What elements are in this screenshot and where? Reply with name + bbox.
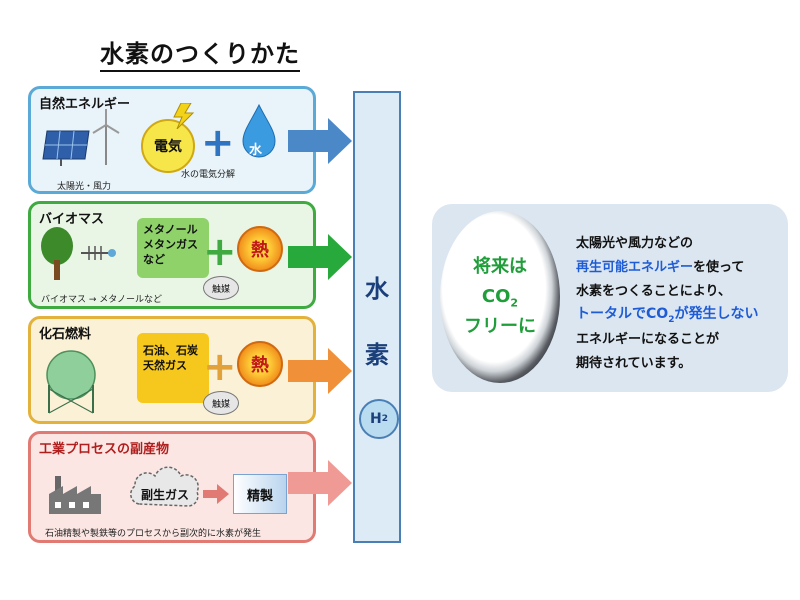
byproduct-gas-label: 副生ガス [141, 488, 190, 502]
ring-line1: 将来は [473, 256, 527, 277]
electricity-circle: 電気 [141, 119, 195, 173]
biomass-source-box: メタノール メタンガス など [137, 218, 209, 278]
gas-cloud-icon [130, 466, 199, 507]
tree-icon [41, 227, 73, 280]
co2-total-b: が発生しない [674, 306, 759, 322]
fossil-fuel-panel: 化石燃料 石油、石炭 天然ガス + 熱 触媒 [28, 316, 316, 424]
refine-label: 精製 [246, 488, 273, 504]
biomass-caption: バイオマス → メタノールなど [41, 295, 162, 305]
renewable-energy-highlight: 再生可能エネルギー [576, 260, 694, 275]
natural-energy-caption: 太陽光・風力 [57, 182, 112, 192]
electrolysis-note: 水の電気分解 [181, 170, 236, 180]
future-line1: 太陽光や風力などの [576, 236, 694, 251]
fish-bone-icon [81, 246, 116, 260]
arrow-fossil [288, 348, 352, 394]
wind-turbine-icon [92, 109, 120, 165]
refine-box: 精製 [233, 474, 287, 514]
arrow-industrial [288, 460, 352, 506]
water-label: 水 [249, 143, 263, 158]
fossil-source-box: 石油、石炭 天然ガス [137, 333, 209, 403]
ring-line2: CO2 [452, 282, 548, 319]
water-drop-icon [242, 103, 276, 158]
co2-total-sub: 2 [668, 314, 675, 325]
electricity-label: 電気 [154, 139, 182, 155]
biomass-box-line2: メタンガス [143, 238, 198, 251]
catalyst-label: 触媒 [211, 399, 230, 410]
heat-circle: 熱 [237, 341, 283, 387]
future-line6: 期待されています。 [576, 356, 692, 371]
industrial-title: 工業プロセスの副産物 [39, 442, 170, 457]
arrow-biomass [288, 234, 352, 280]
h2-formula: H [370, 411, 382, 427]
plus-icon: + [203, 344, 237, 390]
future-line2-rest: を使って [693, 260, 745, 275]
heat-label: 熱 [251, 240, 269, 261]
natural-energy-title: 自然エネルギー [39, 97, 131, 112]
plus-icon: + [201, 120, 235, 166]
biomass-box-line3: など [143, 253, 165, 266]
industrial-caption: 石油精製や製鉄等のプロセスから副次的に水素が発生 [45, 529, 262, 539]
future-line4: トータルでCO2が発生しない [576, 303, 758, 325]
natural-energy-panel: 自然エネルギー 太陽光・風力 電気 + 水 水の電気分解 [28, 86, 316, 194]
co2-total-a: トータルでCO [576, 306, 669, 322]
ring-line3: フリーに [464, 316, 536, 337]
catalyst-badge: 触媒 [203, 391, 239, 415]
biomass-title: バイオマス [39, 212, 105, 227]
future-line2: 再生可能エネルギーを使って [576, 256, 744, 275]
ring-co: CO [481, 286, 511, 307]
catalyst-badge: 触媒 [203, 276, 239, 300]
gas-tank-icon [46, 350, 96, 414]
page-title: 水素のつくりかた [100, 38, 300, 72]
co2-free-ring [440, 211, 560, 383]
factory-icon [49, 476, 101, 514]
fossil-fuel-title: 化石燃料 [39, 327, 92, 342]
biomass-box-line1: メタノール [143, 223, 198, 236]
small-arrow-icon [203, 484, 229, 504]
heat-label: 熱 [251, 355, 269, 376]
catalyst-label: 触媒 [211, 284, 230, 295]
fossil-box-line2: 天然ガス [143, 359, 187, 372]
future-line5: エネルギーになることが [576, 332, 720, 347]
solar-panel-icon [42, 130, 90, 166]
ring-sub: 2 [510, 296, 519, 310]
hydrogen-char1: 水 [365, 275, 389, 303]
lightning-icon [173, 103, 195, 129]
h2-subscript: 2 [381, 414, 388, 424]
biomass-panel: バイオマス バイオマス → メタノールなど メタノール メタンガス など + 熱… [28, 201, 316, 309]
fossil-box-line1: 石油、石炭 [143, 344, 198, 357]
heat-circle: 熱 [237, 226, 283, 272]
future-line3: 水素をつくることにより、 [576, 284, 731, 299]
industrial-panel: 工業プロセスの副産物 副生ガス 精製 石油精製や製鉄等のプロセスから副次的に水素… [28, 431, 316, 543]
arrow-natural [288, 118, 352, 164]
plus-icon: + [203, 229, 237, 275]
hydrogen-char2: 素 [365, 341, 389, 369]
